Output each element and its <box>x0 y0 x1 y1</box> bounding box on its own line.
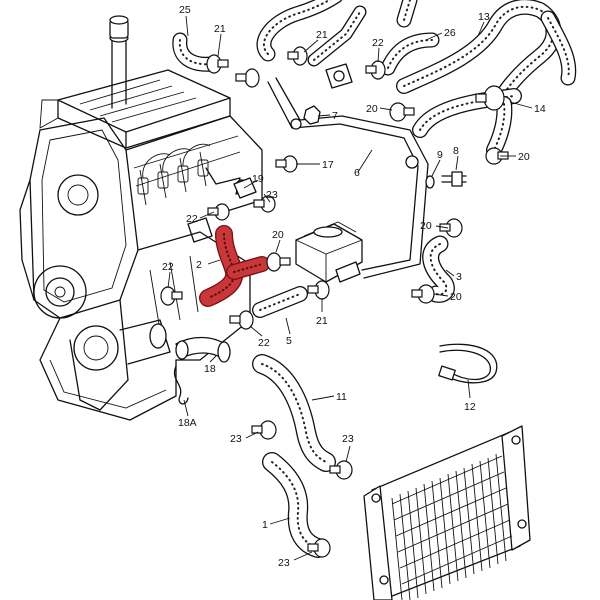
hose-2-highlighted <box>199 225 270 307</box>
clamp <box>439 218 463 238</box>
clamp <box>160 286 183 306</box>
callout-12: 12 <box>464 401 476 413</box>
clamp <box>389 102 415 122</box>
hose-clamps <box>160 46 509 558</box>
clamp <box>287 46 308 66</box>
callout-2: 2 <box>196 259 202 271</box>
callout-20: 20 <box>272 229 284 241</box>
callout-6: 6 <box>354 167 360 179</box>
callout-7: 7 <box>332 110 338 122</box>
clamp <box>307 538 331 558</box>
callout-17: 17 <box>322 159 334 171</box>
hose-11 <box>252 354 336 472</box>
callout-20: 20 <box>366 103 378 115</box>
callout-25: 25 <box>179 4 191 16</box>
clamp <box>307 280 330 300</box>
callout-22: 22 <box>162 261 174 273</box>
clamp <box>365 60 386 80</box>
callout-5: 5 <box>286 335 292 347</box>
engine-block <box>19 15 263 421</box>
clamp <box>485 147 509 165</box>
fittings <box>233 63 467 199</box>
callout-8: 8 <box>453 145 459 157</box>
callout-14: 14 <box>534 103 546 115</box>
callout-23: 23 <box>342 433 354 445</box>
callout-22: 22 <box>258 337 270 349</box>
clamp <box>206 54 229 74</box>
coolant-pipe-6 <box>267 77 429 279</box>
callout-21: 21 <box>316 315 328 327</box>
callout-22: 22 <box>186 213 198 225</box>
hose-18 <box>175 336 231 363</box>
callout-20: 20 <box>450 291 462 303</box>
callout-19: 19 <box>252 173 264 185</box>
callout-23: 23 <box>266 189 278 201</box>
leader-lines <box>167 15 533 561</box>
radiator <box>363 425 531 600</box>
callout-labels: 25 21 21 22 26 13 7 20 14 17 6 9 8 20 19… <box>162 4 546 569</box>
radiator-core <box>391 453 513 600</box>
callout-21: 21 <box>214 23 226 35</box>
clamp <box>475 85 505 111</box>
thermostat-housing <box>295 221 363 283</box>
callout-11: 11 <box>336 391 347 403</box>
clamp <box>229 310 254 330</box>
callout-20: 20 <box>518 151 530 163</box>
clamp <box>251 420 277 440</box>
callout-23: 23 <box>230 433 242 445</box>
clamp <box>329 460 353 480</box>
callout-9: 9 <box>437 149 443 161</box>
clamp-band-12 <box>438 343 498 384</box>
clamp <box>235 68 260 88</box>
callout-26: 26 <box>444 27 456 39</box>
callout-18A: 18A <box>178 417 197 429</box>
hose-5 <box>252 286 308 318</box>
clamp <box>411 284 435 304</box>
clamp <box>207 203 230 221</box>
clamp <box>275 155 298 173</box>
callout-3: 3 <box>456 271 462 283</box>
callout-20: 20 <box>420 220 432 232</box>
callout-23: 23 <box>278 557 290 569</box>
callout-1: 1 <box>262 519 268 531</box>
clamp <box>253 195 276 213</box>
callout-22: 22 <box>372 37 384 49</box>
hose-1 <box>262 452 328 558</box>
callout-13: 13 <box>478 11 490 23</box>
callout-21: 21 <box>316 29 328 41</box>
clamp <box>266 252 291 272</box>
callout-18: 18 <box>204 363 216 375</box>
